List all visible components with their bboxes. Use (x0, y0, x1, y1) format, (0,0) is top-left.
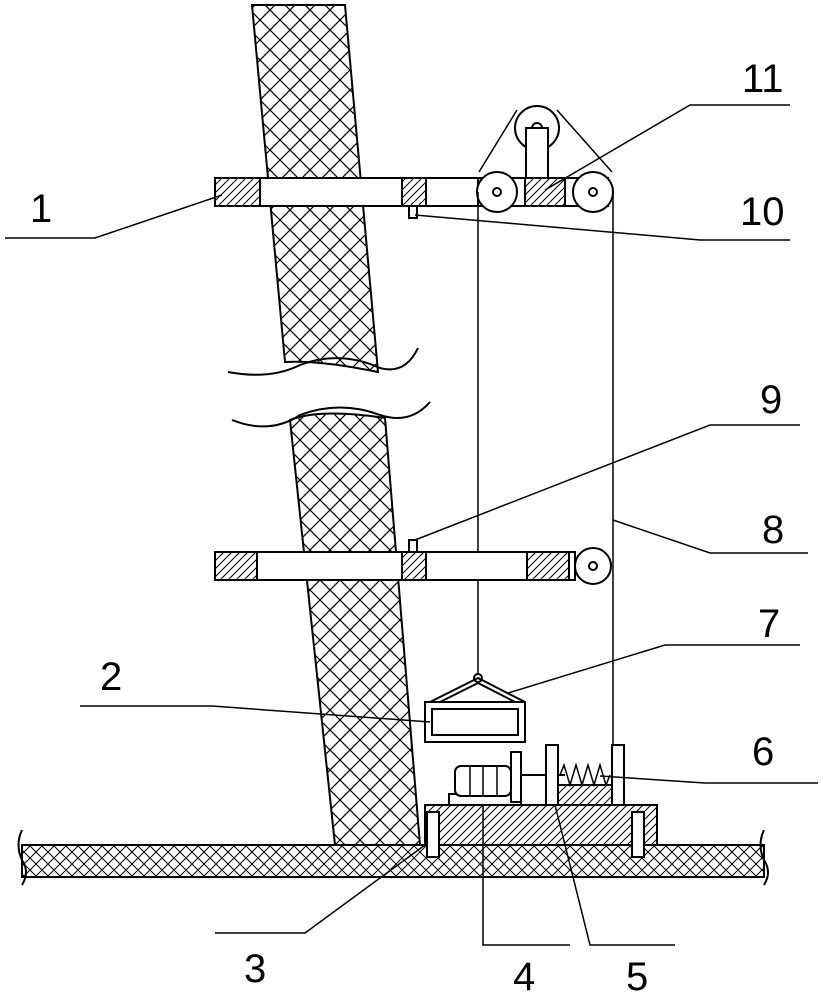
label-8: 8 (762, 508, 784, 552)
part-labels: 1 2 3 4 5 6 7 8 9 10 11 (30, 57, 785, 999)
spring-unit (545, 744, 625, 806)
label-5: 5 (626, 955, 648, 999)
label-11: 11 (742, 57, 784, 101)
middle-beam (214, 539, 612, 585)
label-7: 7 (758, 602, 780, 646)
upper-beam (214, 177, 481, 219)
label-9: 9 (760, 378, 782, 422)
hook-and-load (424, 673, 526, 743)
label-3: 3 (244, 947, 266, 991)
base-platform (424, 804, 658, 858)
label-10: 10 (740, 190, 785, 234)
ropes (477, 192, 614, 755)
top-pulley-assembly (476, 105, 614, 213)
label-6: 6 (752, 730, 774, 774)
leader-lines (5, 104, 818, 946)
label-1: 1 (30, 187, 52, 231)
label-2: 2 (100, 655, 122, 699)
label-4: 4 (513, 955, 535, 999)
pole (227, 4, 431, 846)
